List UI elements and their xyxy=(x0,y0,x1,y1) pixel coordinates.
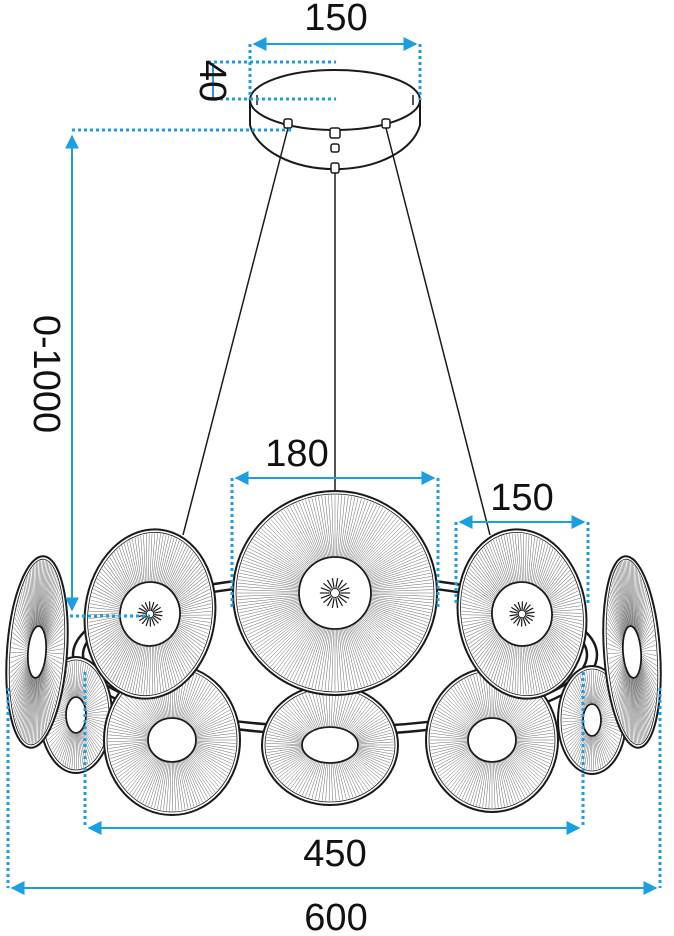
inner-ring-width-label: 450 xyxy=(303,833,366,875)
side-disc-diameter-label: 150 xyxy=(490,477,553,519)
lamp-discs xyxy=(5,490,662,816)
canopy-fittings xyxy=(283,118,391,174)
lamp-disc-outer-left xyxy=(5,555,69,749)
lamp-disc-front-right xyxy=(456,528,588,700)
canopy xyxy=(249,69,421,171)
lamp-disc-outer-right xyxy=(602,555,662,749)
suspension-length-label: 0-1000 xyxy=(25,315,67,433)
dimension-lines xyxy=(6,37,662,895)
lamp-disc-back-right xyxy=(425,667,559,813)
suspension-cables xyxy=(182,127,491,536)
center-disc-diameter-label: 180 xyxy=(265,433,328,475)
lamp-disc-front-left xyxy=(83,528,217,700)
canopy-height-label: 40 xyxy=(191,60,233,102)
overall-width-label: 600 xyxy=(304,897,367,936)
lamp-disc-back-center xyxy=(261,684,399,806)
canopy-width-label: 150 xyxy=(304,0,367,39)
dimension-labels: 150 40 0-1000 180 150 450 600 xyxy=(25,0,554,936)
lamp-disc-back-left xyxy=(103,664,241,816)
lamp-disc-front-center xyxy=(232,490,438,696)
